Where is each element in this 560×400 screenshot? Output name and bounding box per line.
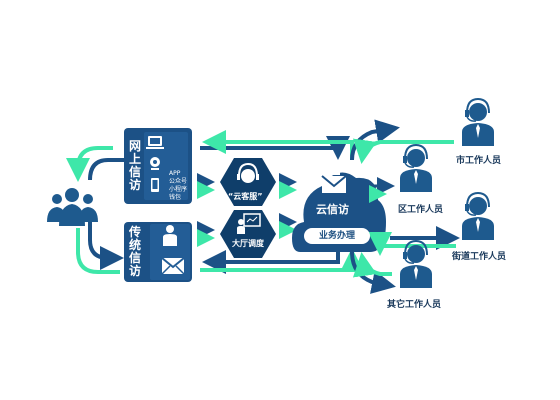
cloud-petition-label: 云信访: [316, 203, 349, 216]
person-icon: [163, 225, 177, 246]
hub-arrows: [197, 173, 297, 247]
channel-official-account: 公众号: [169, 178, 188, 185]
monitor-icon: [146, 136, 164, 149]
screen-icon: [237, 213, 261, 234]
mail-icon: [161, 257, 185, 275]
staff-district-icon: [400, 143, 432, 192]
channel-app: APP: [169, 170, 181, 177]
staff-other-icon: [400, 239, 432, 288]
hall-reception-hex: [220, 210, 276, 258]
business-handling-pill: 业务办理: [304, 228, 370, 244]
online-channels: APP 公众号 小程序 钱包: [169, 170, 193, 202]
hall-reception-label: 大厅调度: [232, 239, 264, 248]
staff-label-city: 市工作人员: [456, 156, 502, 166]
staff-city-icon: [462, 97, 494, 146]
channel-mini-program: 小程序: [169, 186, 188, 193]
left-flow-arrows: [66, 146, 124, 274]
channel-wallet: 钱包: [169, 194, 182, 201]
webcam-icon: [150, 157, 160, 170]
phone-icon: [151, 178, 159, 192]
users-icon: [47, 188, 98, 226]
right-flow-arrows: [350, 119, 460, 294]
staff-street-icon: [462, 191, 494, 240]
online-petition-title: 网上信访: [128, 139, 141, 192]
headset-icon: [237, 162, 259, 183]
staff-label-street: 街道工作人员: [452, 252, 507, 262]
traditional-petition-title: 传统信访: [128, 225, 141, 278]
envelope-icon: [321, 172, 347, 193]
staff-label-other: 其它工作人员: [387, 300, 442, 310]
cloud-service-label: “云客服”: [228, 192, 263, 201]
staff-label-district: 区工作人员: [398, 205, 444, 215]
